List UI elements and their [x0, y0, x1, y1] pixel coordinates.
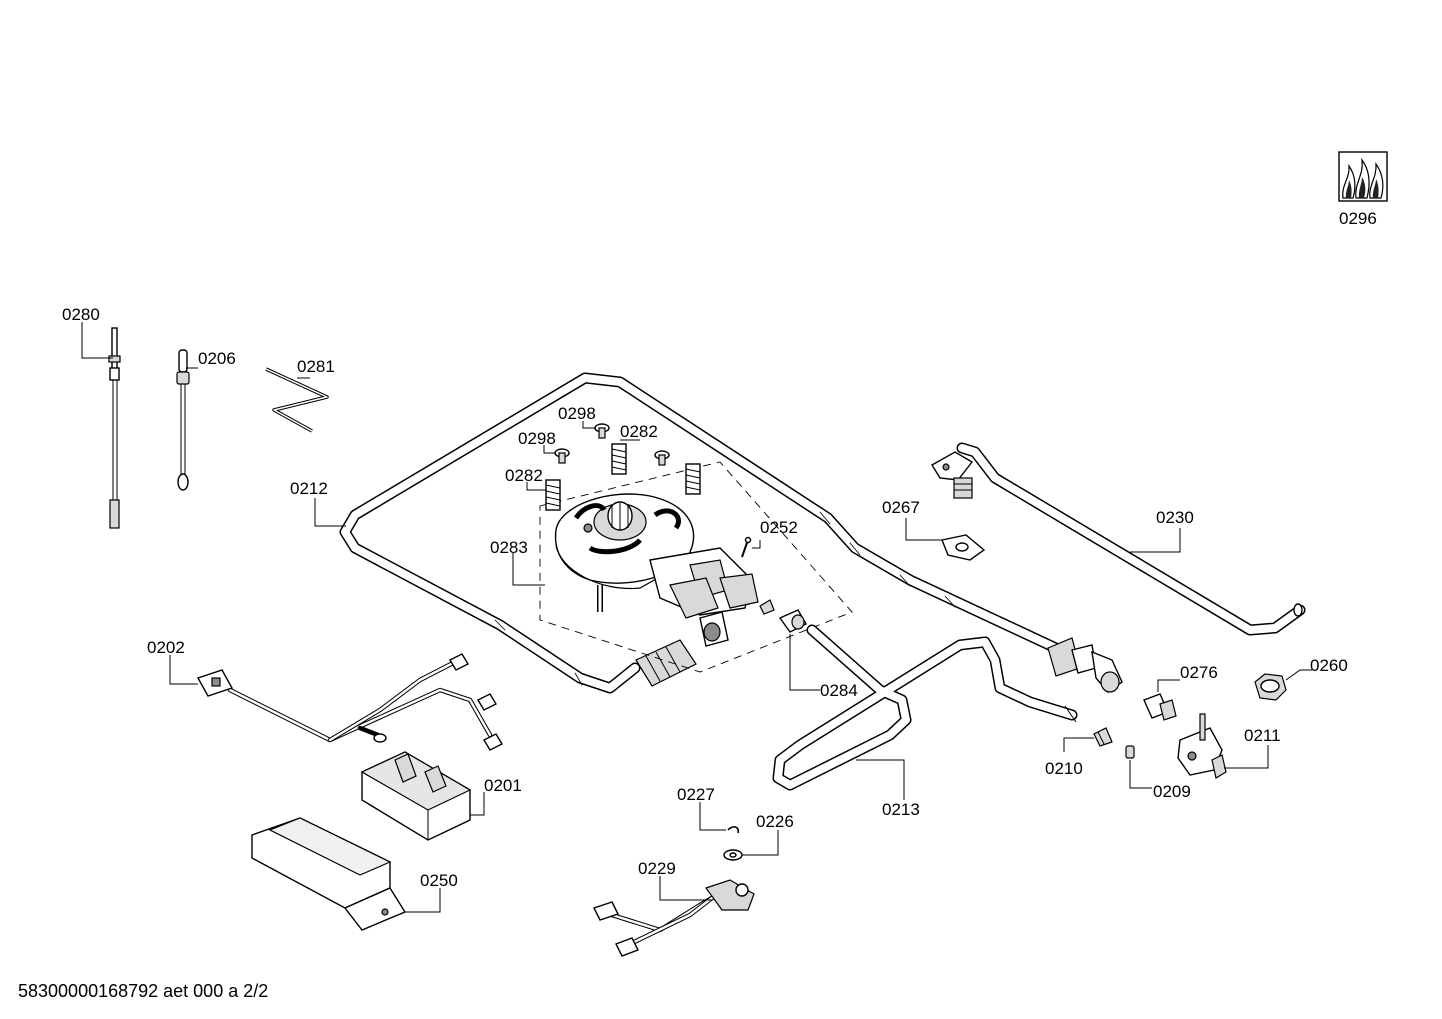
label-0298a: 0298	[558, 404, 596, 423]
gas-tube-frame-part[interactable]	[339, 372, 1123, 694]
leader-0267	[905, 518, 942, 541]
valve-tap-part[interactable]	[1177, 713, 1227, 779]
label-0229: 0229	[638, 859, 676, 878]
small-clip-part[interactable]	[727, 826, 740, 834]
label-0250: 0250	[420, 871, 458, 890]
leader-0260	[1285, 669, 1312, 681]
gasket-part[interactable]	[941, 534, 986, 561]
leader-0250	[405, 888, 441, 913]
fitting-part[interactable]	[1093, 727, 1113, 747]
label-0282b: 0282	[505, 466, 543, 485]
label-0211: 0211	[1244, 726, 1281, 745]
label-0282a: 0282	[620, 422, 658, 441]
leader-0284	[789, 634, 820, 691]
label-0283: 0283	[490, 538, 528, 557]
leader-0227	[699, 802, 726, 831]
label-0230: 0230	[1156, 508, 1194, 527]
leader-0202	[169, 655, 198, 685]
leader-0212	[314, 498, 346, 527]
leader-0298b	[543, 445, 556, 454]
screw-part-c[interactable]	[654, 450, 670, 466]
label-0213: 0213	[882, 800, 920, 819]
gas-flame-badge-icon[interactable]	[1338, 151, 1388, 202]
sensor-cable-part[interactable]	[593, 879, 755, 957]
label-0212: 0212	[290, 479, 328, 498]
leader-0211	[1224, 745, 1269, 769]
label-0267: 0267	[882, 498, 920, 517]
nut-part[interactable]	[1254, 673, 1287, 701]
leader-0230	[1130, 528, 1181, 553]
leader-0282b	[526, 482, 546, 491]
document-footer-code: 58300000168792 aet 000 a 2/2	[18, 981, 269, 1001]
wiring-harness-part[interactable]	[196, 653, 503, 751]
leader-0229	[659, 876, 712, 901]
screw-part-b[interactable]	[554, 448, 570, 464]
gas-supply-pipe-part[interactable]	[931, 442, 1306, 636]
spring-part-b[interactable]	[545, 479, 561, 511]
leader-0209	[1129, 760, 1152, 789]
label-0284: 0284	[820, 681, 858, 700]
label-0298b: 0298	[518, 429, 556, 448]
connector-fitting-part[interactable]	[1143, 693, 1177, 721]
label-0206: 0206	[198, 349, 236, 368]
label-0227: 0227	[677, 785, 715, 804]
label-0252: 0252	[760, 518, 798, 537]
pin-part[interactable]	[741, 536, 752, 558]
spring-clip-part[interactable]	[265, 367, 329, 433]
thermocouple-part[interactable]	[108, 327, 121, 529]
label-0226: 0226	[756, 812, 794, 831]
secondary-gas-tube-part[interactable]	[772, 624, 1078, 791]
leader-0201	[470, 792, 485, 816]
nipple-part[interactable]	[759, 599, 807, 633]
label-0210: 0210	[1045, 759, 1083, 778]
washer-part[interactable]	[723, 849, 743, 861]
leader-0280	[81, 322, 113, 359]
label-0209: 0209	[1153, 782, 1191, 801]
label-0260: 0260	[1310, 656, 1348, 675]
leader-0276	[1157, 679, 1180, 692]
leader-0210	[1063, 737, 1094, 752]
label-0201: 0201	[484, 776, 522, 795]
ignition-module-part[interactable]	[360, 751, 472, 841]
label-0296: 0296	[1339, 209, 1377, 228]
label-0276: 0276	[1180, 663, 1218, 682]
spring-part-a[interactable]	[611, 443, 627, 475]
gas-control-valve-part[interactable]	[554, 493, 759, 647]
leader-0298a	[582, 421, 596, 429]
nozzle-part[interactable]	[1125, 745, 1135, 759]
mounting-bracket-part[interactable]	[251, 817, 407, 931]
leader-0213	[856, 759, 905, 800]
screw-part-a[interactable]	[594, 423, 610, 439]
spring-part-c[interactable]	[685, 463, 701, 495]
label-0281: 0281	[297, 357, 335, 376]
leader-0226	[742, 830, 779, 856]
ignition-electrode-part[interactable]	[176, 349, 190, 491]
leader-0252	[752, 540, 761, 549]
label-0202: 0202	[147, 638, 185, 657]
leader-0283	[512, 553, 545, 586]
label-0280: 0280	[62, 305, 100, 324]
